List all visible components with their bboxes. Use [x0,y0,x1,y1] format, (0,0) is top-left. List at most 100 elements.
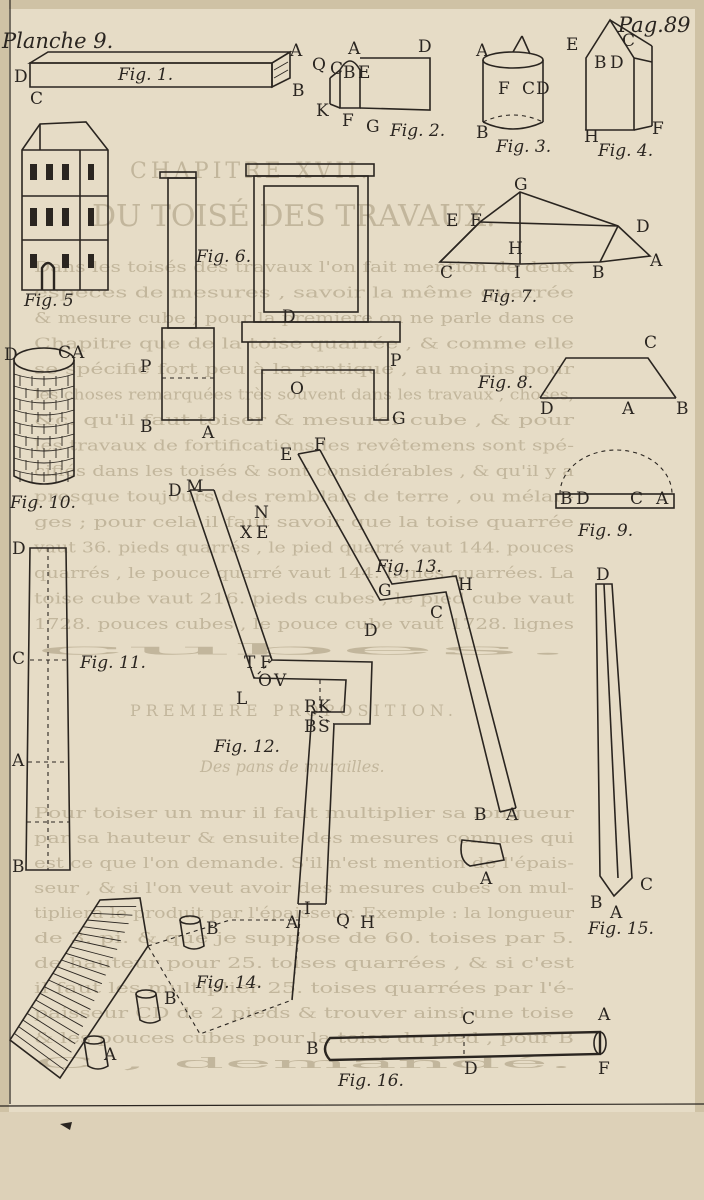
fig3-label-f: F [498,79,510,99]
fig16-label-b: B [306,1039,319,1059]
fig6-label-d: D [282,307,296,327]
figure-15: D C B A Fig. 15. [587,565,654,939]
fig9-label-d: D [576,489,590,509]
fig2-label-k: K [316,101,329,121]
fig10-caption: Fig. 10. [9,493,76,513]
fig16-label-d: D [464,1059,478,1079]
fig7-label-f: F [470,211,482,231]
ghost-heading-title: DU TOISÉ DES TRAVAUX. [92,198,496,234]
fig12-label-a: A [285,913,299,933]
fig4-label-f: F [652,119,664,139]
fig7-label-h: H [508,239,523,259]
fig12-caption: Fig. 12. [213,737,280,757]
fig12-label-v: V [273,671,287,691]
figure-14: B B A Fig. 14. [8,897,301,1080]
fig13-label-f: F [314,435,326,455]
ornament-mark [60,1122,72,1130]
fig1-label-d: D [14,67,28,87]
fig7-label-e: E [446,211,458,231]
figure-10: D C A Fig. 10. [4,343,85,513]
fig11-label-b: B [12,857,25,877]
figure-8: C D A B Fig. 8. [477,333,689,419]
fig4-label-b: B [594,53,607,73]
fig4-label-e: E [566,35,578,55]
fig6-caption: Fig. 6. [195,247,251,267]
fig9-caption: Fig. 9. [577,521,633,541]
bleed-through-text: CHAPITRE XVII. DU TOISÉ DES TRAVAUX. Dan… [33,159,576,1072]
ghost-text-line: Dans les toisés des travaux l'on fait me… [34,258,575,276]
figure-7: G E F D H C I B A Fig. 7. [438,175,663,307]
fig8-label-b: B [676,399,689,419]
figure-4: E C B D H F Fig. 4. [566,18,664,161]
fig4-label-h: H [584,127,599,147]
fig16-label-c: C [462,1009,475,1029]
page-number: Pag.89 [617,13,691,37]
fig2-label-c: C [330,59,343,79]
fig12-label-n: N [254,503,269,523]
fig14-caption: Fig. 14. [195,973,262,993]
fig13-label-g: G [378,581,392,601]
figure-9: B D C A Fig. 9. [555,449,675,541]
fig2-label-q: Q [312,55,326,75]
ghost-text-line: il faut les multiplier 25. toises quarré… [34,979,574,997]
figure-12: D M N X E T F O V L R K B S I Q H A Fig.… [168,477,375,933]
fig12-label-r: R [304,697,318,717]
fig11-label-c: C [12,649,25,669]
fig16-label-a: A [597,1005,611,1025]
fig12-label-f: F [260,653,272,673]
figure-1: A B D C Fig. 1. [14,41,305,109]
fig10-label-c: C [58,343,71,363]
ghost-text-line: especes de mesures , savoir la même quar… [34,284,574,302]
figure-13: E F G H C D B A A Fig. 13. [280,435,519,889]
planche-label: Planche 9. [1,29,113,53]
fig16-label-f: F [598,1059,610,1079]
fig8-label-a: A [621,399,635,419]
figure-6: Fig. 6. D P P B A O G [140,163,406,443]
fig13-label-b: B [474,805,487,825]
fig2-label-d: D [418,37,432,57]
fig14-label-b2: B [164,989,177,1009]
ghost-body-lower: Pour toiser un mur il faut multiplier sa… [34,804,575,1072]
fig6-label-o: O [290,379,304,399]
ghost-text-line: cubes. [34,641,574,659]
ghost-text-line: ges ; pour cela il faut savoir que la to… [34,513,574,531]
ghost-text-line: 1728. pouces cubes , le pouce cube vaut … [34,615,574,633]
fig15-label-b: B [590,893,603,913]
fig9-label-a: A [655,489,669,509]
fig3-label-a: A [475,41,489,61]
figure-11: D C A B Fig. 11. [11,539,146,877]
fig7-label-c: C [440,263,453,283]
fig14-label-a: A [103,1045,117,1065]
fig13-caption: Fig. 13. [375,557,442,577]
fig2-label-g: G [366,117,380,137]
fig6-label-a: A [201,423,215,443]
fig11-caption: Fig. 11. [79,653,146,673]
ghost-text-line: cifiés dans les toisés & sont considérab… [34,462,574,480]
fig12-label-o: O [258,671,272,691]
fig12-label-l: L [236,689,247,709]
ghost-text-line: de hauteur pour 25. toises quarrées , & … [34,954,574,972]
fig12-label-h: H [360,913,375,933]
fig1-label-a: A [289,41,303,61]
fig13-label-a2: A [479,869,493,889]
ghost-text-line: toise cube vaut 216. pieds cubes , le pi… [34,590,574,608]
fig3-label-c: C [522,79,535,99]
fig8-label-d: D [540,399,554,419]
fig3-caption: Fig. 3. [495,137,551,157]
fig12-label-i: I [304,899,311,919]
fig11-label-a: A [11,751,25,771]
fig12-label-m: M [186,477,203,497]
fig7-label-b: B [592,263,605,283]
figure-3: A F C D B Fig. 3. [475,35,551,157]
fig15-label-a: A [609,903,623,923]
ghost-text-line: de 3. pi. & que je suppose de 60. toises… [34,929,574,947]
fig12-label-x: X [240,523,253,543]
fig8-label-c: C [644,333,657,353]
ghost-text-line: par sa hauteur & ensuite des mesures con… [34,829,574,847]
fig7-label-a: A [649,251,663,271]
ghost-body-upper: Dans les toisés des travaux l'on fait me… [33,258,576,659]
ghost-text-line: &c. qu'il faut toiser & mesurer cube , &… [34,411,575,429]
fig14-label-b1: B [206,919,219,939]
ghost-text-line: tipliera le produit par l'épaisseur. Exe… [34,904,575,922]
fig13-label-d: D [364,621,378,641]
